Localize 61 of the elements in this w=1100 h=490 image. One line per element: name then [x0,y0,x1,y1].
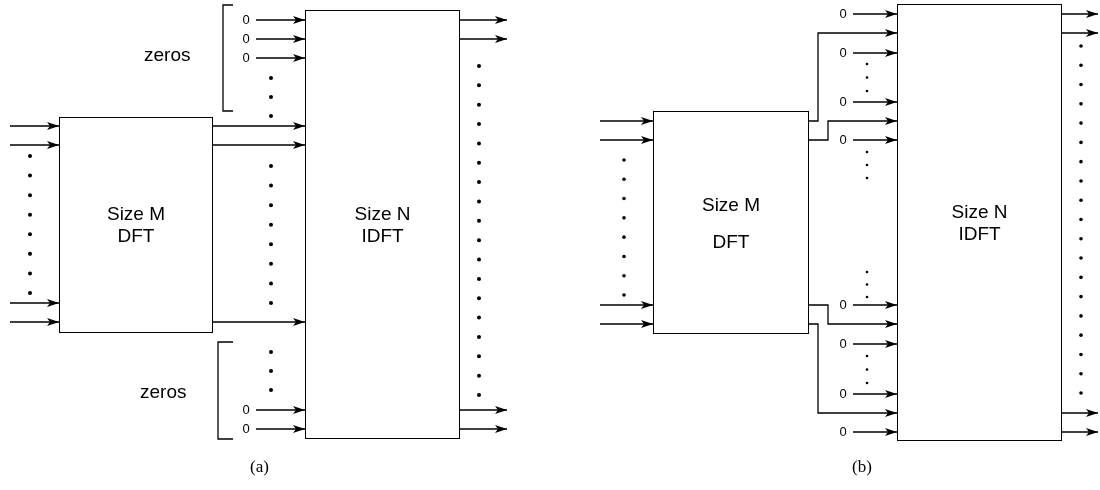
arrow [459,35,508,43]
input-value: 0 [838,336,848,352]
input-value: 0 [838,424,848,440]
arrow [808,304,898,328]
arrow [808,323,898,417]
arrow [852,428,898,436]
arrow [255,35,306,43]
panel-caption: (b) [852,457,872,477]
arrow [1061,409,1099,417]
arrow [852,301,898,309]
arrow [459,425,508,433]
arrow [212,318,306,326]
input-value: 0 [838,6,848,22]
arrow [255,54,306,62]
arrow [599,320,654,328]
arrow [852,10,898,18]
input-value: 0 [838,297,848,313]
arrow [852,98,898,106]
transform-block [59,117,213,333]
arrow [1061,10,1099,18]
input-value: 0 [241,31,251,47]
arrow [212,141,306,149]
arrow [1061,29,1099,37]
arrow [9,299,60,307]
block-label: Size N IDFT [950,200,1009,245]
arrow [808,117,898,141]
input-value: 0 [838,94,848,110]
arrow [9,318,60,326]
arrow [9,122,60,130]
input-value: 0 [838,45,848,61]
block-label: Size M DFT [700,192,762,254]
arrow [852,136,898,144]
arrow [255,406,306,414]
transform-block [653,111,809,334]
arrow [599,301,654,309]
arrow [852,390,898,398]
panel-caption: (a) [250,457,269,477]
input-value: 0 [241,402,251,418]
arrow [599,117,654,125]
input-value: 0 [241,50,251,66]
block-label: Size M DFT [105,203,167,247]
arrow [459,406,508,414]
arrow [808,29,898,122]
arrow [255,16,306,24]
arrow [255,425,306,433]
transform-block [305,10,460,439]
bracket-label: zeros [140,381,187,403]
arrow [599,136,654,144]
bracket-label: zeros [144,44,191,66]
arrow [852,49,898,57]
arrow [9,141,60,149]
arrow [459,16,508,24]
transform-block [897,4,1062,441]
input-value: 0 [241,12,251,28]
arrow [1061,428,1099,436]
arrow [212,122,306,130]
input-value: 0 [838,386,848,402]
input-value: 0 [241,421,251,437]
block-label: Size N IDFT [353,202,412,247]
arrow [852,340,898,348]
input-value: 0 [838,132,848,148]
